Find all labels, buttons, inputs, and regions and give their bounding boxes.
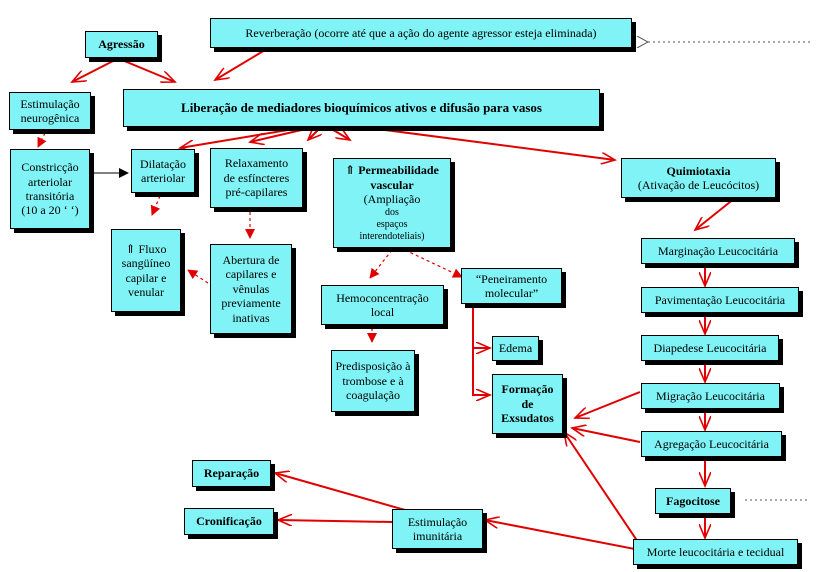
quimiotaxia-title: Quimiotaxia — [666, 163, 731, 178]
node-liberacao: Liberação de mediadores bioquímicos ativ… — [123, 89, 600, 127]
arrow-peneiramento-edema — [472, 305, 490, 348]
node-hemoconcentracao: Hemoconcentração local — [321, 285, 444, 325]
arrow-liberacao-dilatacao — [180, 127, 301, 148]
arrow-peneiramento-exsudatos — [472, 348, 490, 395]
arrow-permeab-peneiramento — [404, 249, 463, 278]
arrow-agregacao-exsudatos — [572, 428, 641, 443]
arrow-liberacao-permeab1 — [308, 128, 320, 140]
node-dilatacao: Dilatação arteriolar — [131, 149, 195, 193]
node-relaxamento: Relaxamento de esfíncteres pré-capilares — [210, 148, 303, 208]
node-permeabilidade: ⇑ Permeabilidade vascular (Ampliação dos… — [333, 158, 451, 248]
node-diapedese: Diapedese Leucocitária — [641, 335, 779, 361]
arrow-quimiotaxia-marginacao — [695, 197, 736, 230]
arrow-liberacao-quimiotaxia — [369, 127, 615, 160]
node-predisposicao: Predisposição à trombose e à coagulação — [331, 350, 415, 412]
node-peneiramento: “Peneiramento molecular” — [461, 268, 562, 304]
permeabilidade-title: ⇑ Permeabilidade vascular — [345, 163, 439, 192]
arrow-morte-estimulacao-imunitaria — [485, 520, 641, 551]
node-constriccao: Constricção arteriolar transitória (10 a… — [10, 149, 90, 229]
node-marginacao: Marginação Leucocitária — [641, 238, 795, 264]
node-estimulacao-neurogenica: Estimulação neurogênica — [9, 92, 91, 130]
arrow-agressao-liberacao — [121, 59, 175, 82]
node-reparacao: Reparação — [192, 460, 271, 487]
node-agregacao: Agregação Leucocitária — [641, 431, 782, 457]
node-abertura: Abertura de capilares e vênulas previame… — [210, 244, 292, 334]
arrow-permeab-hemo — [369, 249, 393, 279]
arrow-migracao-exsudatos — [575, 391, 641, 418]
quimiotaxia-sub: (Ativação de Leucócitos) — [637, 178, 760, 192]
node-cronificacao: Cronificação — [184, 508, 274, 535]
node-migracao: Migração Leucocitária — [641, 383, 780, 409]
permeabilidade-sub2: dos espaços interendoteliais) — [359, 206, 425, 242]
arrow-imunitaria-reparacao — [275, 473, 406, 511]
node-quimiotaxia: Quimiotaxia (Ativação de Leucócitos) — [621, 158, 776, 198]
arrow-imunitaria-cronificacao — [278, 520, 393, 522]
arrow-abertura-fluxo — [187, 269, 209, 284]
node-edema: Edema — [492, 336, 539, 361]
node-reverberacao: Reverberação (ocorre até que a ação do a… — [210, 18, 632, 48]
arrow-liberacao-relaxamento — [250, 127, 311, 142]
arrow-morte-exsudatos — [564, 432, 641, 546]
arrow-reverberacao-liberacao — [215, 49, 266, 80]
node-pavimentacao: Pavimentação Leucocitária — [641, 287, 799, 313]
node-morte: Morte leucocitária e tecidual — [633, 539, 798, 565]
arrow-estimulacao-constriccao — [37, 132, 47, 148]
node-estimulacao-imunitaria: Estimulação imunitária — [392, 509, 483, 549]
permeabilidade-sub1: (Ampliação — [363, 192, 421, 207]
node-fluxo: ⇑ Fluxo sangüíneo capilar e venular — [111, 229, 181, 312]
arrow-agressao-estimulacao — [72, 59, 116, 82]
node-fagocitose: Fagocitose — [655, 488, 731, 514]
arrow-dilatacao-fluxo — [150, 195, 161, 216]
node-exsudatos: Formação de Exsudatos — [492, 374, 563, 434]
node-agressao: Agressão — [85, 31, 158, 58]
arrow-liberacao-permeab2 — [329, 127, 350, 140]
